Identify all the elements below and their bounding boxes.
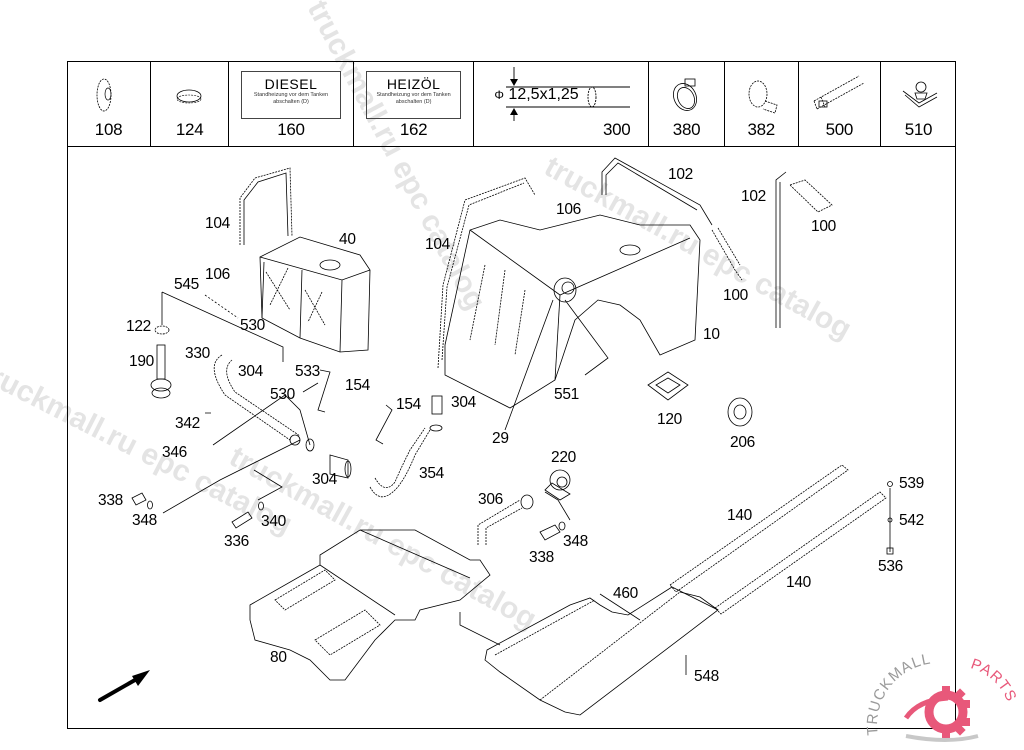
legend-part-number: 510 [904,120,933,139]
legend-strip: 108 124 DIESEL Standheizung vor dem Tank… [67,61,956,147]
callout-304[interactable]: 304 [238,363,263,380]
truckmallparts-logo: TRUCKMALL PARTS [864,650,1020,742]
legend-cell-380[interactable]: 380 [649,61,725,146]
callout-551[interactable]: 551 [554,386,579,403]
legend-part-number: 380 [672,120,701,139]
cap-icon [96,78,112,112]
callout-338[interactable]: 338 [98,492,123,509]
callout-354[interactable]: 354 [419,465,444,482]
callout-100[interactable]: 100 [723,287,748,304]
label-text: Standheizung vor dem Tanken abschalten (… [376,92,451,105]
small-tank-40 [259,236,371,353]
legend-cell-500[interactable]: 500 [799,61,881,146]
callout-348[interactable]: 348 [132,512,157,529]
callout-536[interactable]: 536 [878,558,903,575]
callout-336[interactable]: 336 [224,533,249,550]
callout-304[interactable]: 304 [451,394,476,411]
skid-plate-80 [249,529,491,681]
legend-part-number: 124 [175,120,204,139]
callout-102[interactable]: 102 [668,166,693,183]
callout-346[interactable]: 346 [162,444,187,461]
callout-545[interactable]: 545 [174,276,199,293]
legend-part-number: 500 [825,120,854,139]
callout-306[interactable]: 306 [478,491,503,508]
callout-40[interactable]: 40 [339,231,356,248]
diagram-frame [67,61,956,729]
callout-348[interactable]: 348 [563,533,588,550]
callout-102[interactable]: 102 [741,188,766,205]
callout-533[interactable]: 533 [295,363,320,380]
callout-340[interactable]: 340 [261,513,286,530]
callout-542[interactable]: 542 [899,512,924,529]
logo-text-truckmall: TRUCKMALL [864,650,933,736]
callout-530[interactable]: 530 [270,386,295,403]
callout-29[interactable]: 29 [492,430,509,447]
callout-104[interactable]: 104 [205,215,230,232]
legend-cell-108[interactable]: 108 [67,61,152,146]
legend-cell-300[interactable]: Φ 12,5x1,25 300 [474,61,650,146]
callout-220[interactable]: 220 [551,449,576,466]
logo-text-parts: PARTS [969,656,1020,705]
heating-oil-label-icon: HEIZÖL Standheizung vor dem Tanken absch… [365,71,462,119]
callout-154[interactable]: 154 [345,377,370,394]
callout-140[interactable]: 140 [786,574,811,591]
callout-140[interactable]: 140 [727,507,752,524]
legend-cell-160[interactable]: DIESEL Standheizung vor dem Tanken absch… [229,61,354,146]
hose-104-left [239,167,293,245]
legend-part-number: 382 [747,120,775,139]
legend-cell-124[interactable]: 124 [151,61,230,146]
pipe-clip-icon [748,80,778,114]
callout-154[interactable]: 154 [396,396,421,413]
bar-140-upper [669,464,849,593]
callout-10[interactable]: 10 [703,326,720,343]
label-title: DIESEL [264,76,318,92]
hose-dimension: 12,5x1,25 [508,86,579,103]
callout-304[interactable]: 304 [312,471,337,488]
legend-part-number: 300 [602,120,631,139]
callout-206[interactable]: 206 [730,434,755,451]
callout-100[interactable]: 100 [811,218,836,235]
callout-338[interactable]: 338 [529,549,554,566]
callout-330[interactable]: 330 [185,345,210,362]
bar-140-lower [714,491,887,615]
callout-460[interactable]: 460 [613,585,638,602]
legend-cell-162[interactable]: HEIZÖL Standheizung vor dem Tanken absch… [354,61,475,146]
diameter-symbol: Φ [494,88,504,102]
callout-539[interactable]: 539 [899,475,924,492]
callout-106[interactable]: 106 [556,201,581,218]
callout-548[interactable]: 548 [694,668,719,685]
plug-cap-icon [176,89,202,104]
label-text: Standheizung vor dem Tanken abschalten (… [253,92,329,105]
callout-530[interactable]: 530 [240,317,265,334]
spring-clip-icon [902,81,938,108]
legend-part-number: 160 [277,120,305,139]
callout-106[interactable]: 106 [205,266,230,283]
callout-80[interactable]: 80 [270,649,287,666]
callout-190[interactable]: 190 [129,353,154,370]
callout-342[interactable]: 342 [175,415,200,432]
legend-part-number: 108 [94,120,123,139]
cable-tie-strip-icon [813,75,864,110]
callout-120[interactable]: 120 [657,411,682,428]
tray-460 [484,586,719,716]
hose-dimension-icon [506,67,631,121]
callout-122[interactable]: 122 [126,318,151,335]
callout-104[interactable]: 104 [425,236,450,253]
legend-cell-510[interactable]: 510 [881,61,956,146]
legend-part-number: 162 [399,120,428,139]
main-tank-10 [444,214,701,409]
gear-icon [903,686,979,742]
hose-clamp-icon [673,78,698,111]
direction-arrow-icon [98,670,150,702]
label-title: HEIZÖL [386,76,441,92]
diesel-label-icon: DIESEL Standheizung vor dem Tanken absch… [241,71,341,119]
legend-cell-382[interactable]: 382 [725,61,799,146]
